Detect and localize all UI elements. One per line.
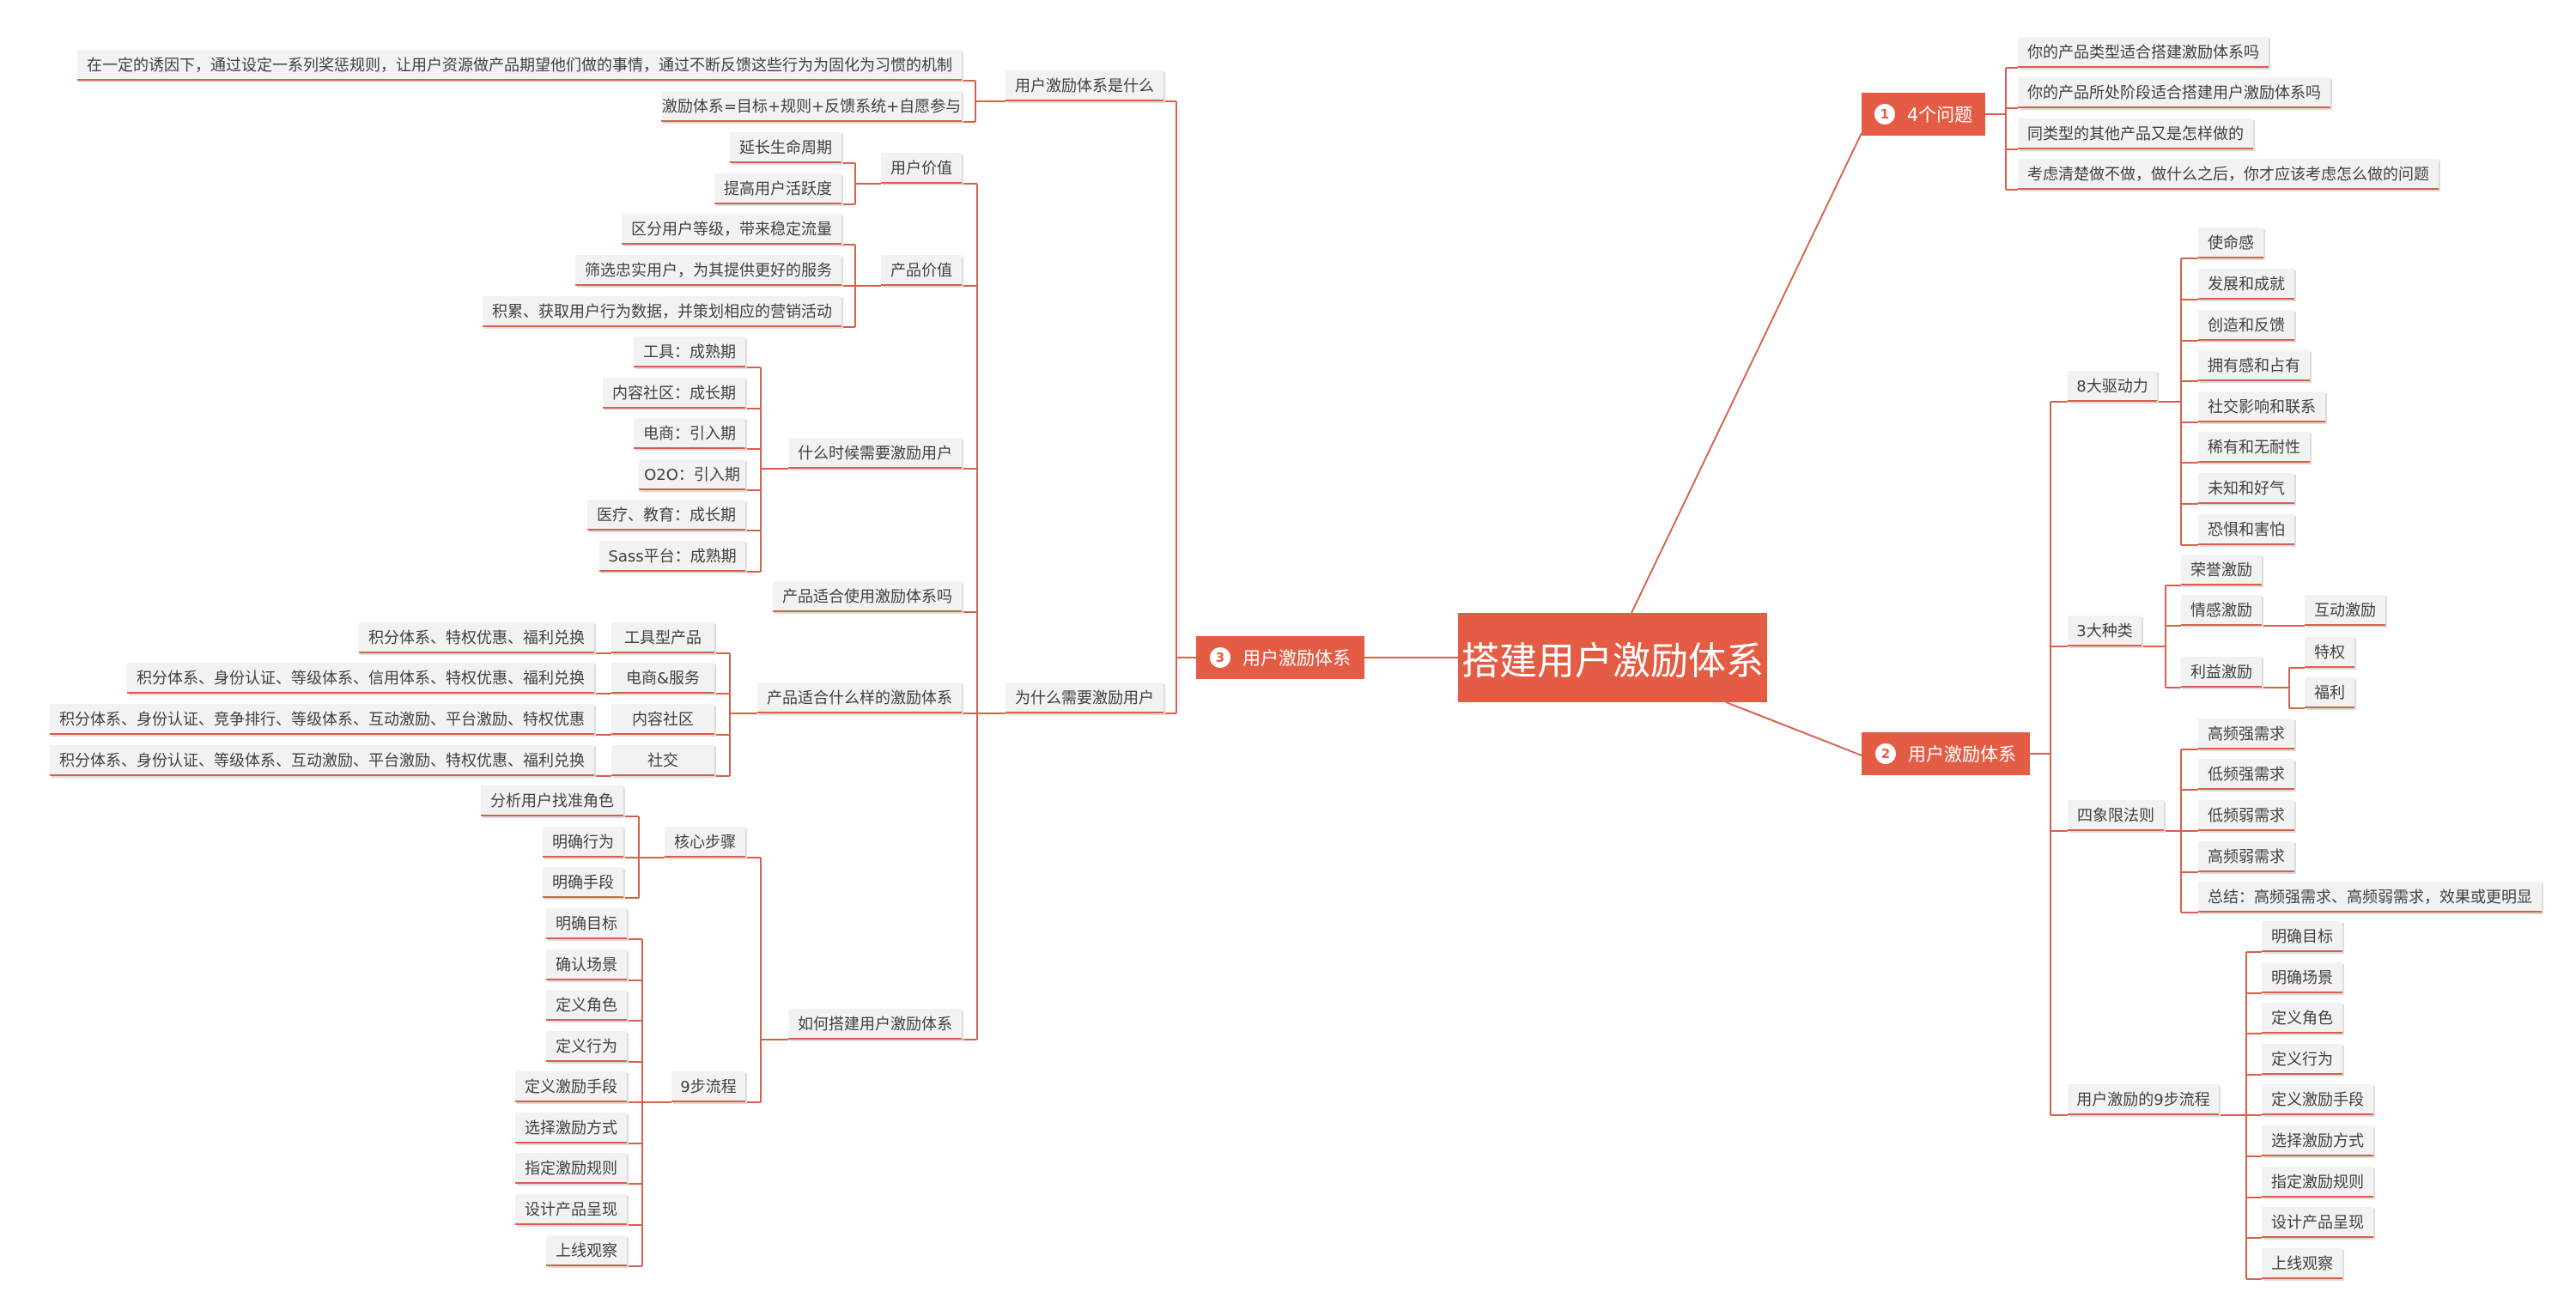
question-item[interactable]: 你的产品类型适合搭建激励体系吗: [2018, 37, 2269, 68]
nine-step-item[interactable]: 设计产品呈现: [515, 1194, 627, 1225]
incentive-combo-item[interactable]: 积分体系、身份认证、竞争排行、等级体系、互动激励、平台激励、特权优惠: [50, 704, 594, 735]
incentive-combo-item[interactable]: 积分体系、身份认证、等级体系、互动激励、平台激励、特权优惠、福利兑换: [50, 745, 594, 776]
topic-label: 用户激励体系: [1242, 648, 1351, 669]
user-value-label[interactable]: 用户价值: [881, 153, 962, 184]
definition-text[interactable]: 在一定的诱因下，通过设定一系列奖惩规则，让用户资源做产品期望他们做的事情，通过不…: [77, 50, 962, 81]
quadrant-item[interactable]: 总结：高频强需求、高频弱需求，效果或更明显: [2198, 882, 2542, 913]
suitable-label[interactable]: 产品适合使用激励体系吗: [773, 581, 962, 612]
question-item[interactable]: 同类型的其他产品又是怎样做的: [2018, 118, 2253, 149]
product-value-label[interactable]: 产品价值: [881, 255, 962, 286]
when-item[interactable]: 内容社区：成长期: [603, 378, 745, 409]
product-type-item[interactable]: 内容社区: [611, 704, 714, 735]
nine-steps-label[interactable]: 9步流程: [671, 1071, 745, 1102]
user-value-item[interactable]: 提高用户活跃度: [714, 173, 841, 204]
privilege-item[interactable]: 特权: [2305, 637, 2354, 668]
what-label[interactable]: 用户激励体系是什么: [1005, 70, 1163, 101]
steps-label[interactable]: 用户激励的9步流程: [2068, 1084, 2219, 1115]
core-steps-label[interactable]: 核心步骤: [665, 827, 745, 858]
quadrant-item[interactable]: 高频弱需求: [2198, 841, 2294, 872]
benefit-incentive[interactable]: 利益激励: [2181, 657, 2262, 688]
formula-text[interactable]: 激励体系=目标+规则+反馈系统+自愿参与: [661, 91, 962, 122]
welfare-item[interactable]: 福利: [2305, 677, 2354, 708]
drive-item[interactable]: 创造和反馈: [2198, 310, 2294, 341]
nine-step-item[interactable]: 指定激励规则: [515, 1153, 627, 1184]
emotion-incentive[interactable]: 情感激励: [2181, 595, 2262, 626]
number-badge: 1: [1874, 104, 1895, 124]
step-item[interactable]: 明确目标: [2262, 921, 2342, 952]
drive-item[interactable]: 未知和好气: [2198, 473, 2294, 504]
when-item[interactable]: 医疗、教育：成长期: [587, 500, 745, 531]
step-item[interactable]: 明确场景: [2262, 962, 2342, 993]
drive-item[interactable]: 稀有和无耐性: [2198, 432, 2310, 463]
product-value-item[interactable]: 筛选忠实用户，为其提供更好的服务: [575, 255, 841, 286]
why-label[interactable]: 为什么需要激励用户: [1005, 682, 1163, 713]
nine-step-item[interactable]: 上线观察: [546, 1235, 627, 1266]
drive-item[interactable]: 社交影响和联系: [2198, 391, 2325, 422]
when-item[interactable]: 工具：成熟期: [634, 337, 745, 367]
quadrant-item[interactable]: 高频强需求: [2198, 719, 2294, 749]
step-item[interactable]: 指定激励规则: [2262, 1167, 2373, 1198]
product-value-item[interactable]: 积累、获取用户行为数据，并策划相应的营销活动: [483, 296, 841, 327]
interaction-incentive[interactable]: 互动激励: [2305, 595, 2385, 626]
step-item[interactable]: 定义行为: [2262, 1044, 2342, 1075]
incentive-combo-item[interactable]: 积分体系、特权优惠、福利兑换: [359, 622, 594, 653]
drive-item[interactable]: 使命感: [2198, 227, 2263, 258]
topic-label: 用户激励体系: [1908, 744, 2016, 765]
drive-item[interactable]: 拥有感和占有: [2198, 350, 2310, 381]
question-item[interactable]: 考虑清楚做不做，做什么之后，你才应该考虑怎么做的问题: [2018, 159, 2439, 190]
step-item[interactable]: 选择激励方式: [2262, 1125, 2373, 1156]
which-label[interactable]: 产品适合什么样的激励体系: [757, 682, 962, 713]
product-type-item[interactable]: 工具型产品: [611, 622, 714, 653]
root-to-branch2: [1725, 701, 1862, 756]
quadrant-label[interactable]: 四象限法则: [2068, 800, 2164, 831]
drive-item[interactable]: 发展和成就: [2198, 269, 2294, 300]
product-type-item[interactable]: 电商&服务: [611, 663, 714, 694]
user-value-item[interactable]: 延长生命周期: [730, 132, 841, 163]
main-topic-4-questions[interactable]: 1 4个问题: [1862, 93, 1985, 136]
when-label[interactable]: 什么时候需要激励用户: [788, 438, 962, 469]
nine-step-item[interactable]: 明确目标: [546, 908, 627, 939]
root-topic[interactable]: 搭建用户激励体系: [1458, 613, 1767, 702]
number-badge: 3: [1210, 647, 1230, 668]
when-item[interactable]: O2O：引入期: [639, 459, 745, 490]
nine-step-item[interactable]: 定义激励手段: [515, 1071, 627, 1102]
number-badge: 2: [1875, 743, 1896, 764]
how-label[interactable]: 如何搭建用户激励体系: [788, 1009, 962, 1040]
core-step-item[interactable]: 明确手段: [543, 867, 623, 898]
drive-item[interactable]: 恐惧和害怕: [2198, 514, 2294, 545]
step-item[interactable]: 定义角色: [2262, 1003, 2342, 1034]
when-item[interactable]: 电商：引入期: [634, 418, 745, 449]
types-label[interactable]: 3大种类: [2068, 616, 2142, 646]
product-type-item[interactable]: 社交: [611, 745, 714, 776]
quadrant-item[interactable]: 低频强需求: [2198, 759, 2294, 790]
nine-step-item[interactable]: 确认场景: [546, 949, 627, 980]
nine-step-item[interactable]: 定义行为: [546, 1031, 627, 1062]
core-step-item[interactable]: 分析用户找准角色: [481, 785, 623, 816]
nine-step-item[interactable]: 选择激励方式: [515, 1113, 627, 1143]
incentive-combo-item[interactable]: 积分体系、身份认证、等级体系、信用体系、特权优惠、福利兑换: [127, 663, 594, 694]
step-item[interactable]: 上线观察: [2262, 1248, 2342, 1279]
drive-label[interactable]: 8大驱动力: [2068, 371, 2157, 402]
quadrant-item[interactable]: 低频弱需求: [2198, 800, 2294, 831]
main-topic-incentive-system[interactable]: 2 用户激励体系: [1862, 732, 2030, 775]
honor-incentive[interactable]: 荣誉激励: [2181, 555, 2262, 585]
when-item[interactable]: Sass平台：成熟期: [599, 541, 745, 572]
topic-label: 4个问题: [1906, 105, 1973, 125]
step-item[interactable]: 设计产品呈现: [2262, 1207, 2373, 1238]
main-topic-incentive-system-left[interactable]: 3 用户激励体系: [1196, 636, 1364, 679]
root-to-branch1: [1631, 132, 1862, 614]
nine-step-item[interactable]: 定义角色: [546, 990, 627, 1021]
product-value-item[interactable]: 区分用户等级，带来稳定流量: [622, 214, 841, 245]
question-item[interactable]: 你的产品所处阶段适合搭建用户激励体系吗: [2018, 77, 2330, 108]
core-step-item[interactable]: 明确行为: [543, 827, 623, 858]
step-item[interactable]: 定义激励手段: [2262, 1084, 2373, 1115]
